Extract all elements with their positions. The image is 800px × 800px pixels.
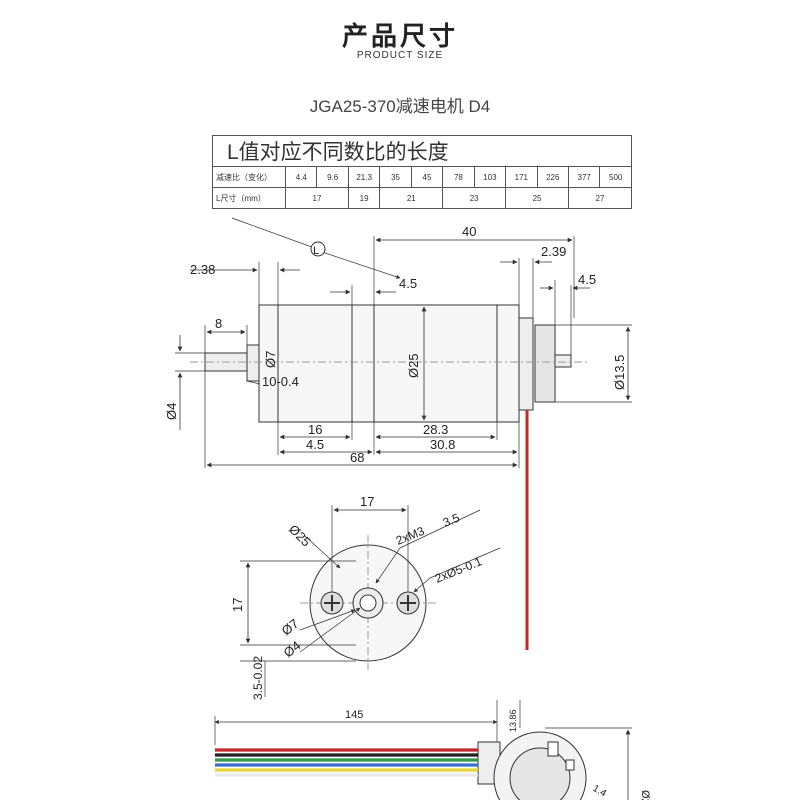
screw-spec: 2xM3 [394,524,427,548]
table-heading: L值对应不同数比的长度 [212,135,632,167]
dim-10: 10-0.4 [262,374,299,389]
dia-25-side: Ø25 [406,353,421,378]
hole-spec: 2xØ5-0.1 [433,554,484,586]
page-subtitle: PRODUCT SIZE [356,50,444,61]
model-name: JGA25-370减速电机 D4 [309,97,491,116]
dia-4-side: Ø4 [164,403,179,420]
dia-24-3: Ø24.3 [639,790,651,800]
dim-13-86: 13.86 [508,709,518,732]
dim-16: 16 [308,422,322,437]
page-title: 产品尺寸 [341,21,458,51]
L-marker: L [313,245,319,257]
side-view [175,217,632,468]
dim-68: 68 [350,450,364,465]
motor-body [258,304,520,423]
dim-4-5-right: 4.5 [578,272,596,287]
dim-2-38: 2.38 [190,262,215,277]
length-cell: 19 [347,187,381,209]
dim-40: 40 [462,224,476,239]
dia-25-front: Ø25 [286,522,314,550]
length-cell: 27 [567,187,633,209]
encoder-disc [534,324,556,403]
dim-17-side: 17 [230,598,245,612]
dim-3-5: 3.5-0.02 [251,656,265,700]
dim-4-5-top: 4.5 [399,276,417,291]
dim-30-8: 30.8 [430,437,455,452]
dia-13-5: Ø13.5 [612,355,627,390]
dim-145: 145 [345,709,363,721]
dia-4-front: Ø4 [281,638,304,660]
encoder-view [214,700,632,800]
dim-8: 8 [215,316,222,331]
screw-depth: 3.5 [441,510,462,529]
dim-28-3: 28.3 [423,422,448,437]
dim-4-5-bottom: 4.5 [306,437,324,452]
dim-1-4: 1.4 [591,783,609,800]
length-row-label: L尺寸（mm） [211,187,287,209]
dim-17-top: 17 [360,494,374,509]
front-view [240,505,501,697]
dia-7-side: Ø7 [263,351,278,368]
wire-bundle [215,748,478,777]
dia-7-front: Ø7 [279,616,302,638]
dim-2-39: 2.39 [541,244,566,259]
